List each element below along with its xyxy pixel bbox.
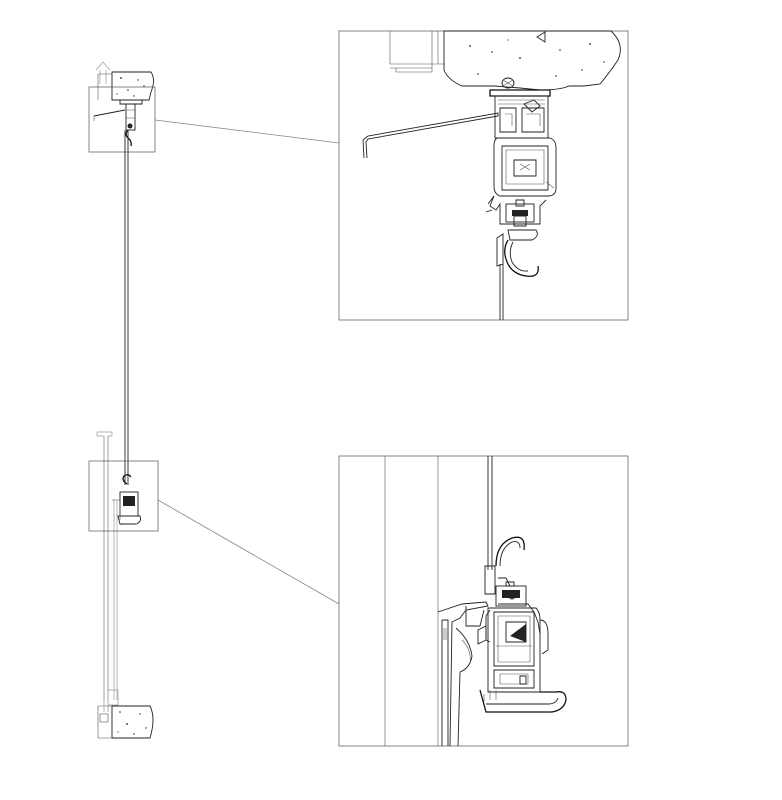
sill-hardware-small [112, 474, 141, 525]
detail-sill-profile [437, 581, 567, 747]
bottom-sill [97, 705, 154, 739]
bottom-hook [495, 536, 525, 587]
detail-bottom-panel [484, 456, 496, 595]
bottom-detail-frame [338, 455, 629, 747]
hook-icon [504, 239, 539, 277]
head-hardware-small [93, 99, 143, 147]
hanging-panel-lines [124, 130, 129, 485]
triangle-marker-icon [536, 31, 546, 43]
detail-leader-lines [154, 119, 340, 605]
top-detail-frame [338, 30, 629, 321]
detail-bottom-sill [338, 455, 629, 747]
detail-head-rail [362, 89, 557, 320]
bottom-detail-callout-box [88, 460, 159, 532]
overall-elevation-section [88, 61, 159, 739]
detail-top-head [338, 30, 629, 321]
arrow-up-icon [95, 61, 111, 84]
top-lintel [97, 71, 154, 101]
detail-wall-lines [384, 456, 439, 746]
lower-window-jamb [96, 431, 119, 712]
leader-bottom [157, 499, 340, 605]
detail-top-lintel [389, 30, 621, 91]
leader-top [154, 119, 340, 144]
top-detail-callout-box [88, 86, 156, 153]
